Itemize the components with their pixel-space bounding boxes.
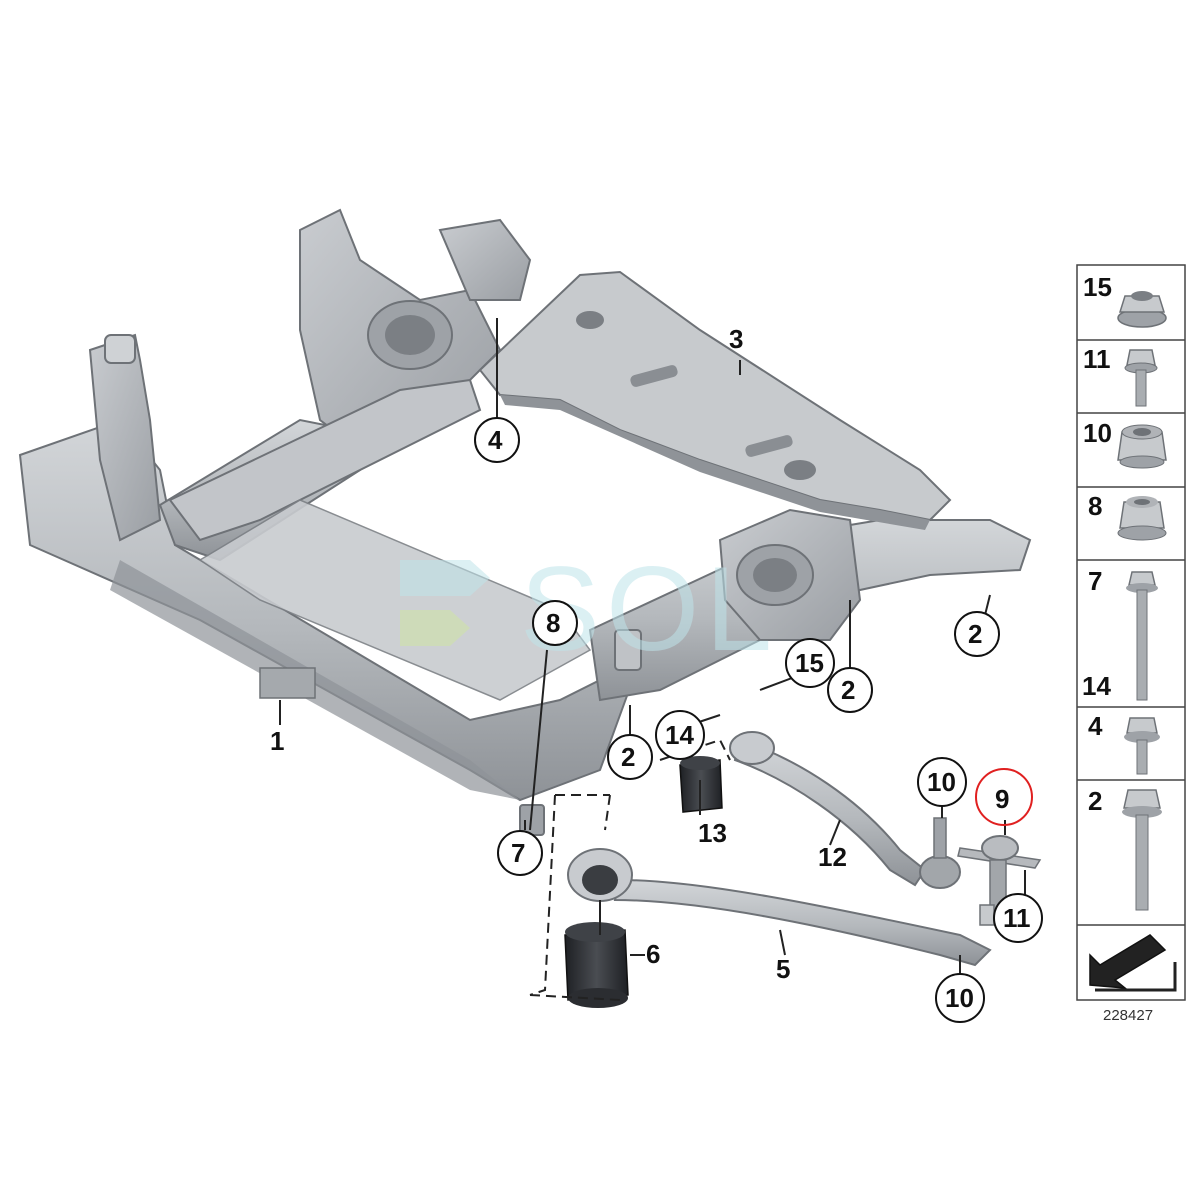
callout-8: 8 bbox=[532, 600, 578, 646]
flange-nut-icon bbox=[1117, 291, 1167, 328]
callout-layer: 1 3 5 6 12 13 4 8 7 2 2 bbox=[270, 324, 1043, 1023]
legend-row-4: 4 bbox=[1088, 711, 1160, 775]
callout-1: 1 bbox=[270, 726, 284, 756]
svg-text:9: 9 bbox=[995, 784, 1009, 814]
svg-text:2: 2 bbox=[1088, 786, 1102, 816]
catalog-number: 228427 bbox=[1103, 1007, 1153, 1024]
legend-row-7-14: 7 14 bbox=[1082, 566, 1158, 701]
svg-text:15: 15 bbox=[1083, 272, 1112, 302]
fastener-legend: 15 11 10 bbox=[1076, 264, 1186, 1001]
svg-text:10: 10 bbox=[945, 983, 974, 1013]
svg-text:14: 14 bbox=[1082, 671, 1111, 701]
reinforcement-plate bbox=[478, 270, 952, 530]
callout-4: 4 bbox=[474, 417, 520, 463]
svg-text:2: 2 bbox=[968, 619, 982, 649]
legend-row-11: 11 bbox=[1083, 344, 1158, 407]
long-bolt-icon bbox=[1126, 571, 1158, 701]
lock-nut-icon bbox=[1117, 424, 1167, 469]
svg-text:7: 7 bbox=[1088, 566, 1102, 596]
hex-flange-nut-icon bbox=[1117, 496, 1167, 541]
front-axle-carrier bbox=[18, 208, 1032, 836]
legend-row-15: 15 bbox=[1083, 272, 1167, 328]
legend-row-10: 10 bbox=[1083, 418, 1167, 469]
svg-text:8: 8 bbox=[1088, 491, 1102, 521]
svg-text:4: 4 bbox=[1088, 711, 1103, 741]
callout-2-a: 2 bbox=[607, 734, 653, 780]
rubber-bushing-6 bbox=[564, 922, 629, 1008]
svg-text:11: 11 bbox=[1003, 903, 1031, 933]
callout-3: 3 bbox=[729, 324, 743, 354]
svg-text:8: 8 bbox=[546, 608, 560, 638]
callout-13: 13 bbox=[698, 818, 727, 848]
svg-text:11: 11 bbox=[1083, 344, 1111, 374]
svg-text:10: 10 bbox=[927, 767, 956, 797]
svg-text:14: 14 bbox=[665, 720, 694, 750]
legend-row-2: 2 bbox=[1088, 786, 1162, 911]
callout-7: 7 bbox=[497, 830, 543, 876]
leader-lines bbox=[279, 318, 1026, 1001]
svg-text:4: 4 bbox=[488, 425, 503, 455]
wishbone-control-arm bbox=[567, 848, 992, 967]
svg-text:2: 2 bbox=[841, 675, 855, 705]
callout-10-a: 10 bbox=[917, 757, 967, 807]
callout-2-b: 2 bbox=[827, 667, 873, 713]
flange-bolt-icon bbox=[1124, 717, 1160, 775]
callout-6: 6 bbox=[646, 939, 660, 969]
svg-text:10: 10 bbox=[1083, 418, 1112, 448]
callout-9-highlighted: 9 bbox=[975, 768, 1033, 826]
callout-5: 5 bbox=[776, 954, 790, 984]
tension-strut bbox=[729, 731, 961, 889]
callout-10-b: 10 bbox=[935, 973, 985, 1023]
short-hex-bolt-icon bbox=[1124, 349, 1158, 407]
svg-text:7: 7 bbox=[511, 838, 525, 868]
svg-text:15: 15 bbox=[795, 648, 824, 678]
callout-11: 11 bbox=[993, 893, 1043, 943]
callout-12: 12 bbox=[818, 842, 847, 872]
long-flange-bolt-icon bbox=[1122, 789, 1162, 911]
callout-2-c: 2 bbox=[954, 611, 1000, 657]
svg-text:2: 2 bbox=[621, 742, 635, 772]
front-direction-arrow-icon bbox=[1089, 934, 1177, 992]
callout-14: 14 bbox=[655, 710, 705, 760]
legend-row-8: 8 bbox=[1088, 491, 1167, 541]
callout-15: 15 bbox=[785, 638, 835, 688]
